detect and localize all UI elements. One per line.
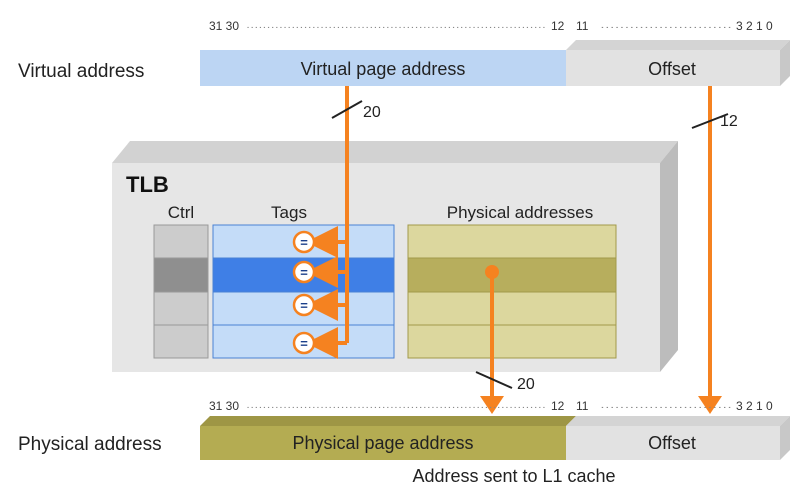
physical-offset-bar — [566, 426, 780, 460]
tag-compare-paths: 20 = = = = — [292, 86, 381, 359]
vpn-bus-width: 20 — [363, 104, 381, 121]
physical-address-group: Physical address 31 30 ·················… — [18, 399, 790, 486]
tlb-ctrl-cell-3 — [153, 291, 209, 326]
virtual-offset-bar — [566, 50, 780, 86]
compare-circle-4 — [292, 331, 316, 355]
vpn-bus-slash — [331, 100, 363, 119]
tlb-ctrl-cell-2 — [153, 257, 209, 293]
tlb-phys-cell-2 — [407, 257, 617, 293]
ppn-bus: 20 — [475, 265, 535, 414]
offset-bus-width: 12 — [720, 113, 738, 130]
physical-bit-12: 12 — [551, 399, 565, 413]
tlb-phys-cell-1 — [407, 224, 617, 259]
tlb-ctrl-cell-1 — [153, 224, 209, 259]
l1-cache-caption: Address sent to L1 cache — [412, 466, 615, 486]
virtual-page-address-label: Virtual page address — [301, 59, 466, 79]
physical-page-top — [200, 416, 576, 426]
offset-bus-slash — [691, 113, 729, 129]
compare-symbol-4: = — [300, 336, 308, 351]
tlb-ctrl-cell-4 — [153, 324, 209, 359]
compare-symbol-2: = — [300, 265, 308, 280]
virtual-bit-11: 11 — [576, 19, 589, 33]
offset-bus-arrowhead — [698, 396, 722, 414]
physical-page-address-label: Physical page address — [292, 433, 473, 453]
tlb-col-ctrl: Ctrl — [168, 203, 194, 222]
tlb-col-physical-addresses: Physical addresses — [447, 203, 593, 222]
physical-bit-31-30: 31 30 — [209, 399, 239, 413]
offset-bus: 12 — [691, 86, 738, 414]
physical-bit-11: 11 — [576, 399, 589, 413]
physical-bit-dots-1: ········································… — [246, 402, 546, 413]
virtual-page-address-bar — [200, 50, 566, 86]
tlb-title: TLB — [126, 172, 169, 197]
virtual-address-label: Virtual address — [18, 61, 144, 82]
virtual-bit-12: 12 — [551, 19, 565, 33]
virtual-bit-31-30: 31 30 — [209, 19, 239, 33]
physical-bit-dots-2: ··························· — [600, 402, 732, 413]
tlb-box: TLB Ctrl Tags Physical addresses — [112, 141, 678, 372]
virtual-bit-dots-1: ········································… — [246, 22, 546, 33]
compare-circle-2 — [292, 260, 316, 284]
virtual-offset-side — [780, 40, 790, 86]
virtual-offset-label: Offset — [648, 59, 696, 79]
tlb-col-tags: Tags — [271, 203, 307, 222]
physical-offset-top — [566, 416, 790, 426]
physical-bit-3-0: 3 2 1 0 — [736, 399, 773, 413]
compare-symbol-1: = — [300, 235, 308, 250]
tlb-phys-cell-3 — [407, 291, 617, 326]
virtual-bit-3-0: 3 2 1 0 — [736, 19, 773, 33]
physical-address-label: Physical address — [18, 434, 162, 455]
virtual-address-group: Virtual address 31 30 ··················… — [18, 19, 790, 86]
ppn-bus-width: 20 — [517, 376, 535, 393]
virtual-bit-dots-2: ··························· — [600, 22, 732, 33]
tlb-side-face — [660, 141, 678, 372]
virtual-offset-top — [566, 40, 790, 50]
tlb-top-face — [112, 141, 678, 163]
physical-offset-side — [780, 416, 790, 460]
compare-circle-1 — [292, 230, 316, 254]
tlb-phys-cell-4 — [407, 324, 617, 359]
compare-circle-3 — [292, 293, 316, 317]
physical-offset-label: Offset — [648, 433, 696, 453]
compare-symbol-3: = — [300, 298, 308, 313]
physical-page-address-bar — [200, 426, 566, 460]
ppn-bus-arrowhead — [480, 396, 504, 414]
ppn-bus-slash — [475, 371, 513, 389]
